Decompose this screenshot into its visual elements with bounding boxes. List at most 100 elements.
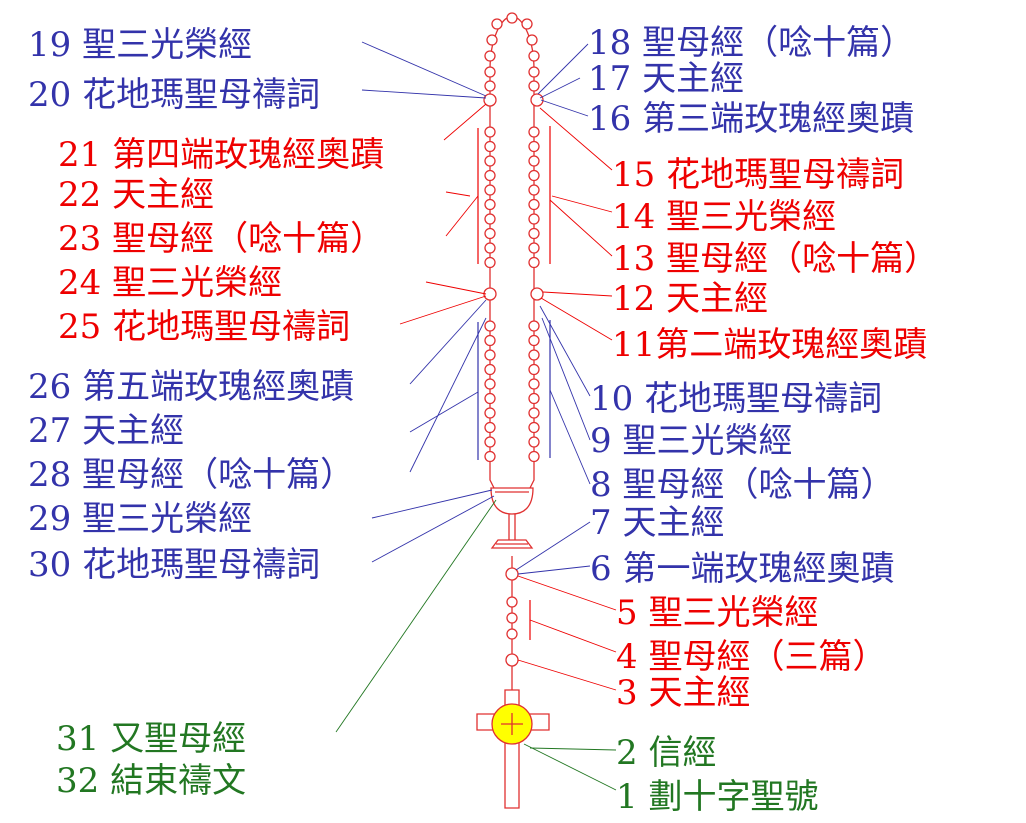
bead-hail-mary	[484, 407, 496, 419]
bead-hail-mary	[528, 169, 540, 182]
bead-hail-mary	[484, 184, 496, 196]
bead-top	[526, 34, 538, 46]
bead-hail-mary	[484, 169, 496, 182]
leader-30	[371, 495, 495, 563]
label-p25: 25 花地瑪聖母禱詞	[58, 307, 350, 347]
bead-hail-mary	[528, 392, 540, 405]
bead-hail-mary	[484, 198, 496, 211]
bead-hail-mary	[484, 421, 496, 434]
leader-1	[523, 743, 617, 791]
bead-hail-mary	[528, 126, 540, 138]
bead-hail-mary	[506, 628, 518, 640]
bead-top	[484, 66, 496, 78]
bead-hail-mary	[484, 256, 496, 269]
bead-hail-mary	[528, 198, 540, 211]
medal-icon	[491, 703, 533, 745]
leader-12	[542, 291, 613, 297]
leader-29	[371, 489, 493, 519]
label-p30: 30 花地瑪聖母禱詞	[28, 545, 320, 585]
label-p8: 8 聖母經（唸十篇）	[590, 465, 894, 505]
bead-our-father	[530, 93, 544, 107]
label-p15: 15 花地瑪聖母禱詞	[612, 155, 904, 195]
leader-5	[517, 575, 617, 611]
bead-hail-mary	[484, 140, 496, 153]
leader-19	[361, 41, 487, 97]
bead-hail-mary	[528, 436, 540, 448]
label-p28: 28 聖母經（唸十篇）	[28, 455, 354, 495]
leader-10	[539, 305, 591, 397]
rosary-beads	[476, 12, 550, 809]
label-p20: 20 花地瑪聖母禱詞	[28, 75, 320, 115]
bead-hail-mary	[484, 320, 496, 332]
bead-hail-mary	[484, 242, 496, 254]
bead-hail-mary	[484, 227, 496, 240]
bead-hail-mary	[528, 155, 540, 167]
bead-hail-mary	[484, 378, 496, 390]
label-p16: 16 第三端玫瑰經奧蹟	[588, 99, 914, 139]
bead-hail-mary	[528, 349, 540, 361]
leader-27	[409, 391, 479, 433]
label-p27: 27 天主經	[28, 411, 184, 451]
label-p2: 2 信經	[616, 733, 716, 773]
bead-hail-mary	[484, 349, 496, 361]
bead-group	[483, 12, 544, 667]
label-p18: 18 聖母經（唸十篇）	[588, 23, 914, 63]
bead-hail-mary	[484, 155, 496, 167]
leader-26	[409, 299, 487, 385]
bead-hail-mary	[528, 320, 540, 332]
label-p26: 26 第五端玫瑰經奧蹟	[28, 367, 354, 407]
label-p22: 22 天主經	[58, 175, 214, 215]
leader-lines	[335, 41, 617, 791]
leader-25	[399, 295, 487, 325]
label-p10: 10 花地瑪聖母禱詞	[590, 379, 882, 419]
leader-31	[335, 499, 497, 733]
leader-15	[539, 107, 613, 171]
leader-24	[425, 281, 487, 295]
bead-top	[506, 12, 518, 24]
leader-21	[443, 103, 487, 141]
leader-11	[540, 297, 613, 341]
bead-top	[484, 50, 496, 62]
label-p31: 31 又聖母經	[56, 719, 246, 759]
label-p5: 5 聖三光榮經	[616, 593, 818, 633]
leader-13	[549, 199, 613, 257]
label-p9: 9 聖三光榮經	[590, 421, 792, 461]
label-p13: 13 聖母經（唸十篇）	[612, 239, 938, 279]
bead-top	[491, 18, 503, 30]
bead-hail-mary	[528, 421, 540, 434]
label-p4: 4 聖母經（三篇）	[616, 637, 886, 677]
label-p17: 17 天主經	[588, 59, 744, 99]
label-p24: 24 聖三光榮經	[58, 263, 282, 303]
bead-hail-mary	[528, 407, 540, 419]
bead-top	[486, 34, 498, 46]
chalice-icon	[490, 487, 534, 549]
leader-4	[529, 619, 617, 653]
label-p7: 7 天主經	[590, 503, 724, 543]
leader-2	[529, 747, 617, 751]
bead-hail-mary	[484, 334, 496, 347]
leader-9	[541, 317, 591, 441]
label-p6: 6 第一端玫瑰經奧蹟	[590, 549, 894, 589]
leader-23	[445, 195, 479, 237]
label-p3: 3 天主經	[616, 673, 750, 713]
leader-8	[549, 389, 591, 485]
leader-6	[517, 565, 591, 575]
bead-hail-mary	[506, 612, 518, 624]
bead-hail-mary	[484, 392, 496, 405]
label-p29: 29 聖三光榮經	[28, 499, 252, 539]
bead-top	[528, 80, 540, 92]
bead-top	[484, 80, 496, 92]
leader-20	[361, 89, 487, 99]
label-p12: 12 天主經	[612, 279, 768, 319]
leader-17	[539, 77, 581, 99]
bead-hail-mary	[528, 256, 540, 269]
label-p1: 1 劃十字聖號	[616, 777, 818, 817]
bead-hail-mary	[528, 140, 540, 153]
bead-hail-mary	[484, 363, 496, 376]
bead-hail-mary	[528, 213, 540, 225]
leader-16	[540, 99, 589, 117]
bead-hail-mary	[484, 126, 496, 138]
label-p32: 32 結束禱文	[56, 761, 246, 801]
